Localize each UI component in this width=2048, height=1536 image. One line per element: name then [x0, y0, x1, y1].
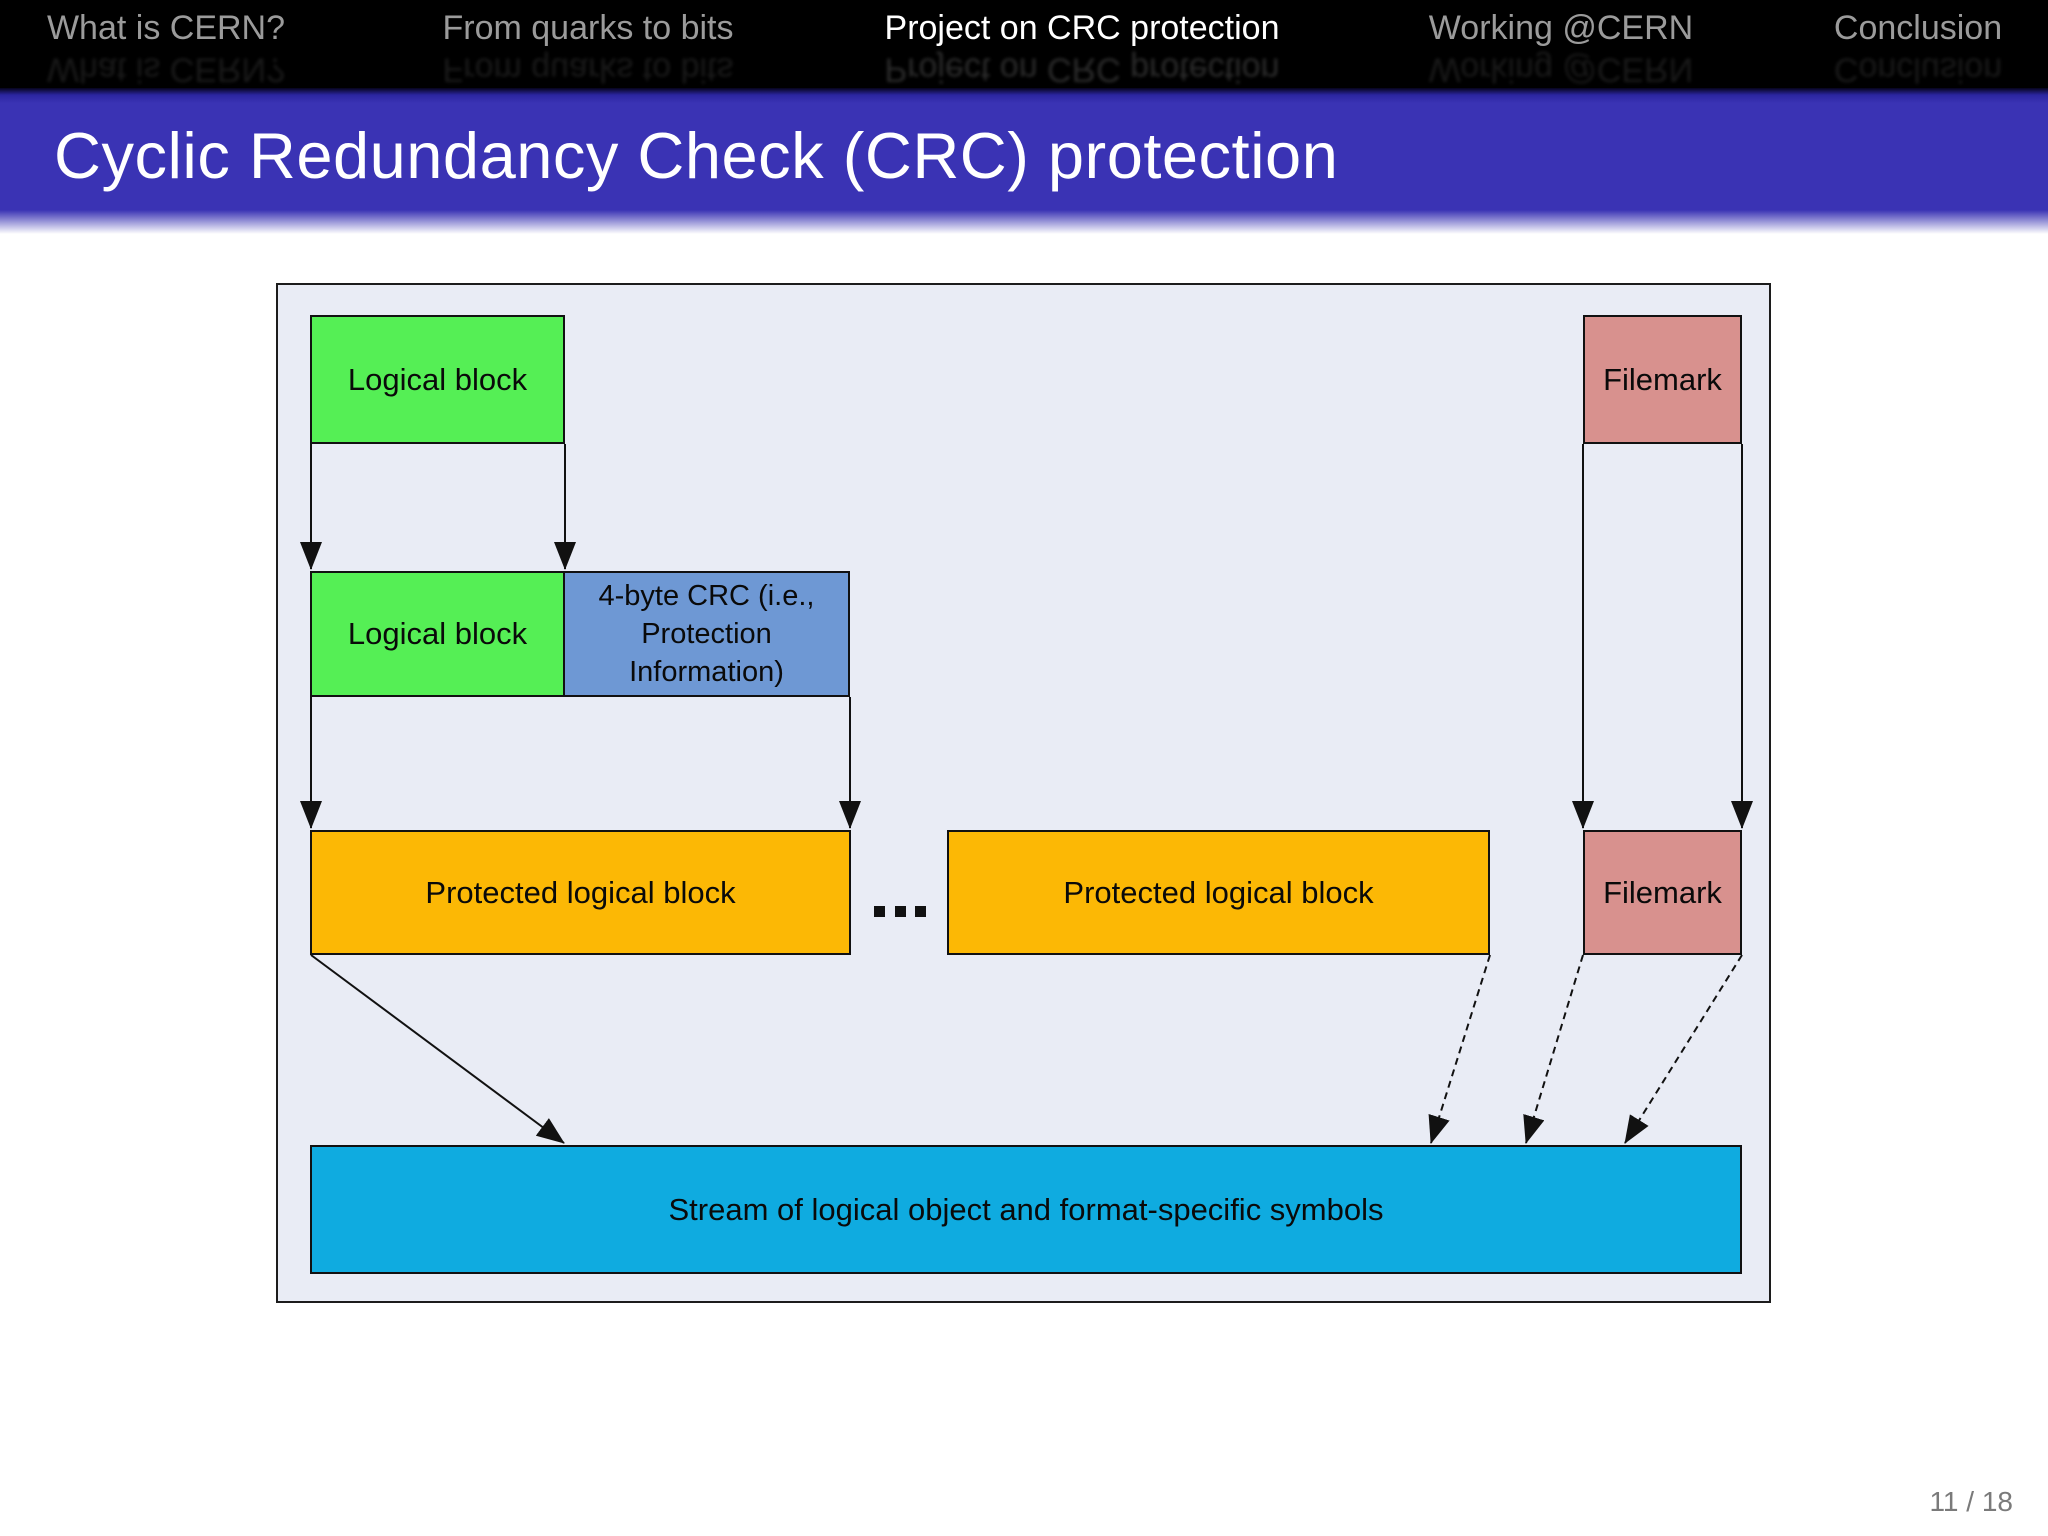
- arrow-filemark-to-stream-right: [1624, 954, 1743, 1144]
- page-indicator: 11 / 18: [1929, 1486, 2013, 1517]
- ellipsis-dot: [915, 906, 926, 917]
- nav-item-project-on-crc-protection[interactable]: Project on CRC protection Project on CRC…: [884, 9, 1280, 88]
- ellipsis-icon: [874, 906, 926, 918]
- nav-item-reflection: Project on CRC protection: [884, 50, 1280, 89]
- slide-title-bar: Cyclic Redundancy Check (CRC) protection: [0, 88, 2048, 234]
- nav-item-reflection: From quarks to bits: [442, 50, 734, 89]
- nav-item-what-is-cern[interactable]: What is CERN? What is CERN?: [46, 9, 286, 88]
- slide-title: Cyclic Redundancy Check (CRC) protection: [54, 119, 1339, 192]
- nav-item-label: What is CERN?: [46, 9, 286, 47]
- arrow-protected1-to-stream: [310, 954, 565, 1144]
- crc-protection-info-block: 4-byte CRC (i.e., Protection Information…: [565, 571, 850, 697]
- filemark-source: Filemark: [1583, 315, 1742, 444]
- logical-block-source: Logical block: [310, 315, 565, 444]
- nav-item-label: Project on CRC protection: [884, 9, 1280, 47]
- crc-diagram: Logical block Filemark Logical block 4-b…: [276, 283, 1771, 1303]
- nav-item-label: Conclusion: [1833, 9, 2003, 47]
- ellipsis-dot: [894, 906, 906, 917]
- nav-item-from-quarks-to-bits[interactable]: From quarks to bits From quarks to bits: [442, 9, 734, 88]
- protected-logical-block-2: Protected logical block: [947, 830, 1490, 955]
- section-nav: What is CERN? What is CERN? From quarks …: [0, 0, 2048, 88]
- nav-item-label: From quarks to bits: [442, 9, 734, 47]
- stream-box: Stream of logical object and format-spec…: [310, 1145, 1742, 1274]
- arrow-filemark-to-stream-left: [1523, 954, 1584, 1144]
- nav-item-reflection: Working @CERN: [1428, 50, 1694, 89]
- logical-block-copy: Logical block: [310, 571, 565, 697]
- nav-item-conclusion[interactable]: Conclusion Conclusion: [1833, 9, 2003, 88]
- arrow-protected2-to-stream: [1428, 954, 1491, 1144]
- filemark-row-block: Filemark: [1583, 830, 1742, 955]
- nav-item-working-at-cern[interactable]: Working @CERN Working @CERN: [1428, 9, 1694, 88]
- ellipsis-dot: [874, 906, 885, 917]
- nav-item-reflection: Conclusion: [1833, 50, 2003, 89]
- nav-item-label: Working @CERN: [1428, 9, 1694, 47]
- protected-logical-block-1: Protected logical block: [310, 830, 851, 955]
- nav-item-reflection: What is CERN?: [46, 50, 286, 89]
